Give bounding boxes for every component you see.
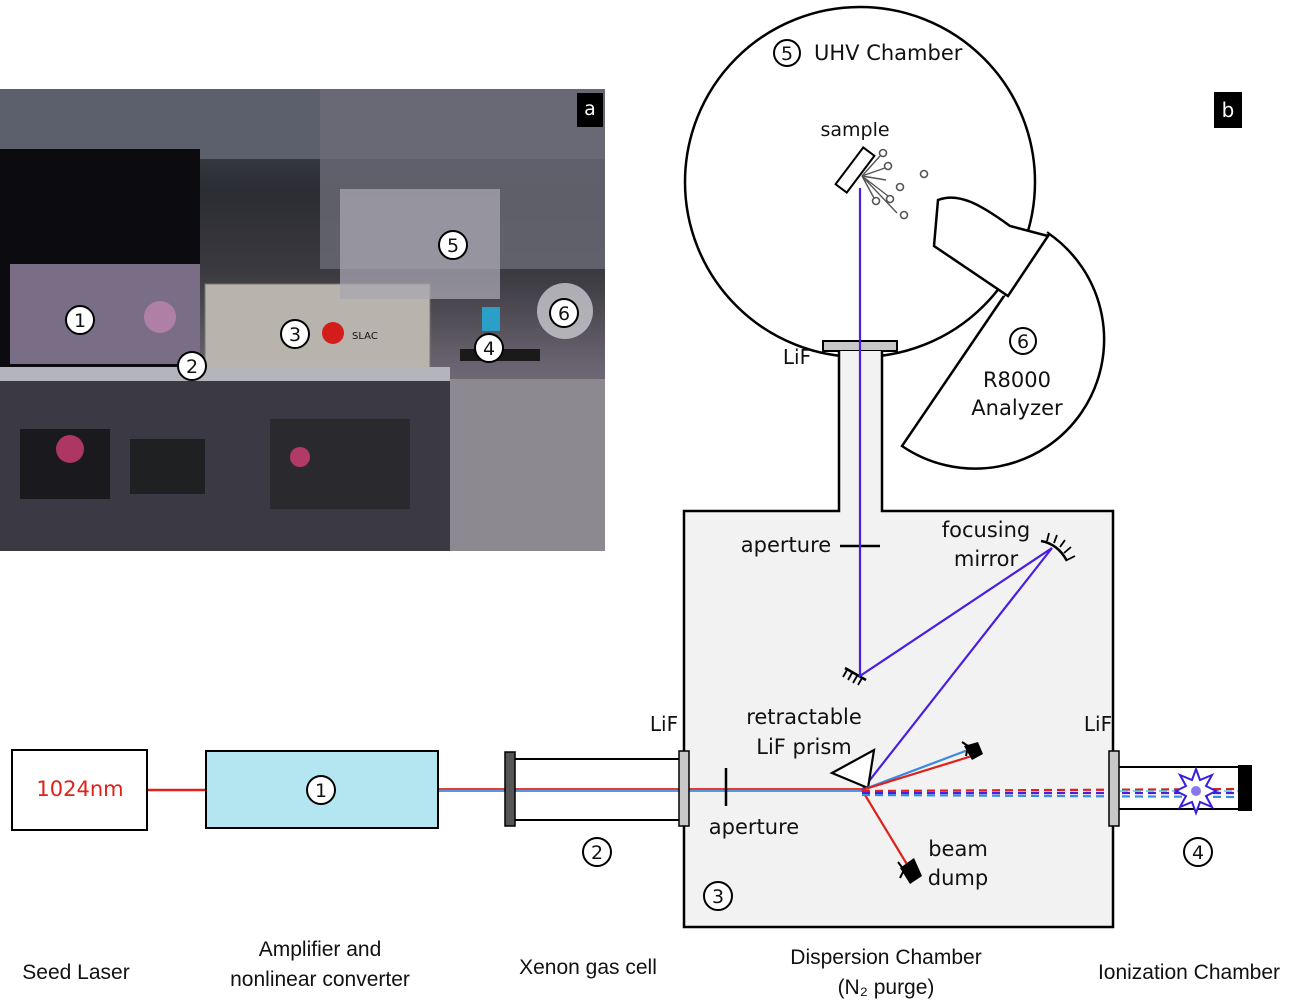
photo-marker-3: 3 <box>289 324 301 346</box>
analyzer-number: 6 <box>1017 331 1029 353</box>
focusing-mirror <box>1040 539 1069 562</box>
photo-marker-6-circle <box>549 298 579 328</box>
photo-marker-6: 6 <box>558 303 570 325</box>
photo-red-logo <box>322 322 344 344</box>
dispersion-caption-2: (N₂ purge) <box>837 976 935 999</box>
amplifier-number-circle <box>306 775 336 805</box>
beam-dump-label-1: beam <box>928 837 988 861</box>
photo-marker-1: 1 <box>74 310 86 332</box>
ionization-number: 4 <box>1192 842 1204 864</box>
sample-holder <box>834 146 876 194</box>
dashed-beam-blue <box>861 793 1241 799</box>
photo-floor <box>450 379 605 551</box>
ionization-flash-core <box>1191 786 1201 796</box>
vuv-beam <box>858 188 1053 791</box>
photo-led-glow-2 <box>290 447 310 467</box>
beam-dump-upper-rim <box>961 741 970 757</box>
analyzer-number-circle <box>1009 327 1037 355</box>
uhv-lif-label: LiF <box>783 345 811 369</box>
focusing-mirror-hatch <box>1046 532 1076 561</box>
photo-markers: 1 2 3 4 5 6 <box>65 230 579 381</box>
amplifier-caption-2: nonlinear converter <box>230 968 410 991</box>
analyzer-label-2: Analyzer <box>971 396 1063 420</box>
prism-label-2: LiF prism <box>756 735 851 759</box>
photo-marker-4: 4 <box>483 338 495 360</box>
gas-cell-end-window <box>504 751 516 827</box>
sample-label: sample <box>820 119 889 141</box>
panel-b-label: b <box>1222 98 1235 122</box>
photo-marker-2-circle <box>177 351 207 381</box>
lif-prism <box>829 747 876 790</box>
photo-marker-5-circle <box>438 230 468 260</box>
uhv-number-circle <box>773 39 801 67</box>
panel-a-label: a <box>577 93 603 127</box>
gas-cell-number: 2 <box>591 842 603 864</box>
photo-led-glow-1 <box>56 435 84 463</box>
aperture-top-label: aperture <box>741 533 831 557</box>
photo-light-glow <box>144 301 176 333</box>
photoelectrons <box>871 148 929 220</box>
uhv-number: 5 <box>781 43 793 65</box>
gas-cell-number-circle <box>582 837 612 867</box>
photo-marker-2: 2 <box>186 356 198 378</box>
panel-b-label-box <box>1214 92 1242 128</box>
photo-electronics-2 <box>130 439 205 494</box>
uv-beam-to-dump <box>861 748 969 792</box>
dispersion-number-circle <box>703 881 733 911</box>
dispersion-caption-1: Dispersion Chamber <box>790 946 982 969</box>
beam-dump-lower-rim <box>897 861 906 879</box>
turning-mirror <box>844 666 867 682</box>
red-beam-to-lower-dump <box>861 789 909 867</box>
analyzer-entrance-lens <box>932 196 1051 298</box>
seed-laser-caption: Seed Laser <box>22 961 130 984</box>
photo-marker-3-circle <box>280 319 310 349</box>
dispersion-number: 3 <box>712 886 724 908</box>
turning-mirror-hatch <box>842 669 863 686</box>
ionization-end-cap <box>1238 765 1252 811</box>
photo-scene: SLAC 1 2 3 4 5 <box>0 89 605 551</box>
xenon-caption: Xenon gas cell <box>519 956 657 979</box>
ionization-caption: Ionization Chamber <box>1097 961 1281 984</box>
beam-dump-label-2: dump <box>928 866 988 890</box>
beam-dump-lower <box>900 858 922 884</box>
photo-blue-part <box>482 307 500 331</box>
left-lif-label: LiF <box>650 712 678 736</box>
uhv-title: UHV Chamber <box>814 41 963 65</box>
photo-marker-1-circle <box>65 305 95 335</box>
amplifier-caption-1: Amplifier and <box>258 938 382 961</box>
photoelectron-rays <box>861 155 898 214</box>
red-beam-to-dump <box>861 754 973 792</box>
photo-table-top <box>0 367 450 381</box>
dashed-beam-red <box>861 787 1241 793</box>
mirror-label-2: mirror <box>954 547 1019 571</box>
analyzer-label-1: R8000 <box>983 368 1051 392</box>
photo-sticker-text: SLAC <box>352 331 378 342</box>
amplifier-number: 1 <box>315 780 327 802</box>
analyzer-body <box>900 231 1106 470</box>
ionization-number-circle <box>1183 837 1213 867</box>
photo-uhv-chamber <box>340 189 500 299</box>
seed-laser-wavelength: 1024nm <box>36 777 123 801</box>
aperture-bottom-label: aperture <box>709 815 799 839</box>
photo-marker-4-circle <box>474 333 504 363</box>
photo-marker-5: 5 <box>447 235 459 257</box>
left-lif-window <box>678 750 690 827</box>
seed-laser-box <box>11 749 148 831</box>
right-lif-label: LiF <box>1084 712 1112 736</box>
system-photo: SLAC 1 2 3 4 5 <box>0 89 605 551</box>
mirror-label-1: focusing <box>942 518 1031 542</box>
prism-label-1: retractable <box>746 705 862 729</box>
dispersion-chamber <box>682 351 1115 929</box>
photo-dispersion-chamber <box>204 283 431 380</box>
right-lif-window <box>1108 750 1120 827</box>
